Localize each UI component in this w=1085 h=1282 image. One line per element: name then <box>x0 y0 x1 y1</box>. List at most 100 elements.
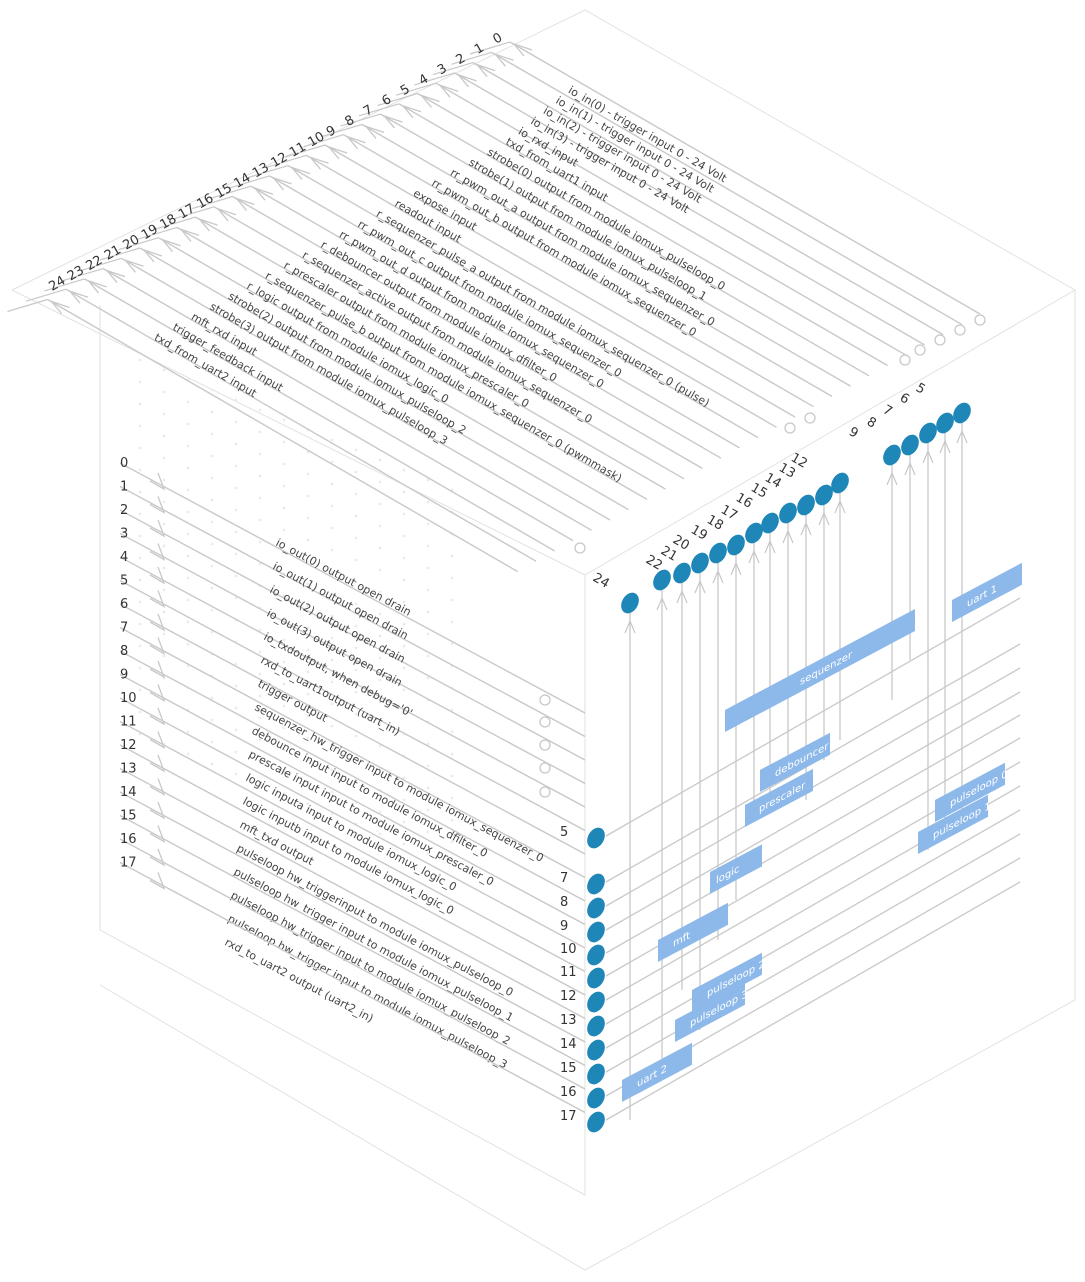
module-box-body <box>952 562 1022 622</box>
unused-port <box>804 412 816 424</box>
grid-dot <box>450 840 454 844</box>
grid-dot <box>234 684 238 688</box>
top-row-number: 16 <box>195 191 217 212</box>
top-row-arrow <box>345 135 366 150</box>
grid-dot <box>138 622 142 626</box>
top-row-lead <box>99 247 141 261</box>
grid-dot <box>426 632 430 636</box>
grid-dot <box>186 422 190 426</box>
grid-dot <box>306 516 310 520</box>
top-row-arrow <box>438 83 459 98</box>
grid-dot <box>402 600 406 604</box>
top-row-arrow <box>493 52 514 67</box>
route-arrow <box>782 529 794 544</box>
grid-dot <box>162 654 166 658</box>
top-edge-number: 7 <box>880 402 895 419</box>
top-row-line <box>417 92 888 367</box>
grid-dot <box>258 694 262 698</box>
grid-dot <box>162 522 166 526</box>
left-row-arrow <box>149 543 166 561</box>
route-arrow <box>818 511 830 526</box>
left-row-number: 9 <box>120 668 128 683</box>
grid-dot <box>162 478 166 482</box>
grid-dot <box>330 812 334 816</box>
port-dot <box>936 412 954 434</box>
grid-dot <box>426 764 430 768</box>
top-row-lead <box>192 195 233 210</box>
left-row-line <box>119 579 586 832</box>
top-edge-number: 18 <box>704 512 726 533</box>
module-box-body <box>745 768 813 827</box>
top-row-arrow <box>197 217 218 232</box>
module-box-body <box>675 982 745 1042</box>
grid-dot <box>210 696 214 700</box>
grid-dot <box>234 728 238 732</box>
grid-dot <box>138 424 142 428</box>
port-dot <box>709 542 727 564</box>
grid-dot <box>330 636 334 640</box>
port-dot <box>587 1087 605 1109</box>
grid-dot <box>378 656 382 660</box>
grid-dot <box>378 700 382 704</box>
grid-dot <box>258 628 262 632</box>
top-row-number: 14 <box>232 170 254 191</box>
top-row-lead <box>358 103 400 117</box>
unused-port <box>974 314 986 326</box>
grid-dot <box>426 588 430 592</box>
grid-dot <box>234 596 238 600</box>
left-row-arrow <box>149 825 166 843</box>
grid-dot <box>402 512 406 516</box>
grid-dot <box>186 752 190 756</box>
top-row-lead <box>136 226 178 240</box>
top-row-arrow <box>216 207 237 222</box>
grid-dot <box>138 710 142 714</box>
grid-dot <box>378 458 382 462</box>
grid-dot <box>306 626 310 630</box>
module-box: uart 2 <box>622 1042 692 1102</box>
grid-dot <box>450 818 454 822</box>
grid-dot <box>354 646 358 650</box>
top-row-line <box>324 144 796 418</box>
grid-dot <box>354 470 358 474</box>
grid-dot <box>210 476 214 480</box>
grid-dot <box>210 454 214 458</box>
top-row-line <box>491 51 962 325</box>
grid-dot <box>234 442 238 446</box>
top-row-number: 15 <box>213 181 235 202</box>
top-edge-number: 22 <box>643 552 665 573</box>
grid-dot <box>306 692 310 696</box>
grid-dot <box>162 412 166 416</box>
grid-dot <box>450 576 454 580</box>
port-dot <box>901 434 919 456</box>
grid-dot <box>402 798 406 802</box>
port-dot <box>587 1063 605 1085</box>
left-row-arrow <box>149 754 166 773</box>
unused-port <box>574 542 586 554</box>
grid-dot <box>258 716 262 720</box>
unused-port <box>914 344 926 356</box>
grid-dot <box>282 682 286 686</box>
grid-dot <box>450 620 454 624</box>
unused-port <box>539 716 551 728</box>
left-row-arrow <box>149 566 166 585</box>
left-row-line <box>119 767 586 1020</box>
right-face-number: 12 <box>560 989 577 1004</box>
grid-dot <box>162 434 166 438</box>
grid-dot <box>378 678 382 682</box>
top-row-arrow <box>179 228 200 242</box>
grid-dot <box>426 544 430 548</box>
left-row-arrow <box>149 590 166 608</box>
left-row-arrow <box>149 801 166 820</box>
grid-dot <box>330 570 334 574</box>
grid-dot <box>234 552 238 556</box>
grid-dot <box>210 718 214 722</box>
top-row-lead <box>303 134 344 148</box>
grid-dot <box>282 770 286 774</box>
top-row-line <box>232 195 703 470</box>
top-row-number: 13 <box>250 160 272 181</box>
port-dot <box>953 402 971 424</box>
top-row-line <box>158 237 629 511</box>
port-dot <box>815 484 833 506</box>
grid-dot <box>450 554 454 558</box>
